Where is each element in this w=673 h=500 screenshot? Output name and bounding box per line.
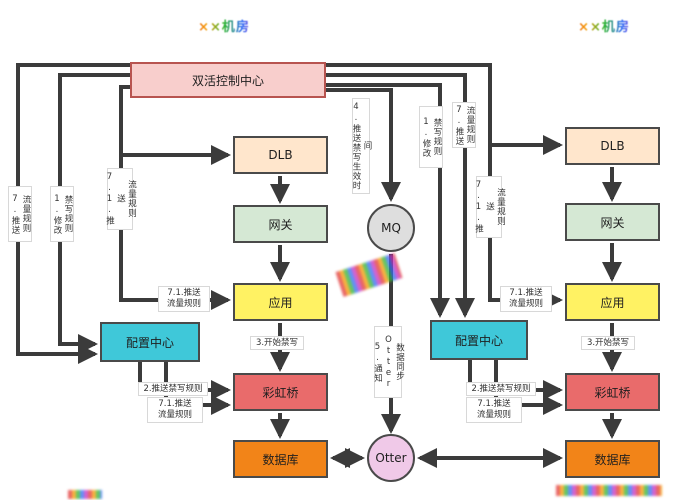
edge-label-push-traffic-71-app-left: 7.1.推送 流量规则 [158,286,210,312]
edge-label-push-ban-2-right: 2.推送禁写规则 [466,382,536,396]
edge-label-push-traffic-71-right: 7.1.推送 流量规则 [474,176,506,238]
edge-label-start-ban-3-right: 3.开始禁写 [581,336,635,350]
rainbow-bridge-node-left: 彩虹桥 [233,373,328,411]
mq-node: MQ [367,204,415,252]
app-node-left: 应用 [233,283,328,321]
edge-label-modify-ban-1-left: 1.修改 禁写规则 [50,186,74,242]
dlb-node-right: DLB [565,127,660,165]
rainbow-bridge-node-right: 彩虹桥 [565,373,660,411]
app-node-right: 应用 [565,283,660,321]
room-header-right: ××机房 [568,16,640,35]
edge-label-push-traffic-7-right: 7.推送 流量规则 [452,102,476,148]
edge-label-modify-ban-1-right: 1.修改 禁写规则 [419,106,443,168]
config-center-node-left: 配置中心 [100,322,200,362]
database-node-right: 数据库 [565,440,660,478]
arrow-control-to-config-right-1 [325,83,450,318]
watermark-bottom-right [556,485,662,496]
edge-label-push-traffic-71-bridge-left: 7.1.推送 流量规则 [147,397,203,423]
otter-node: Otter [367,434,415,482]
edge-label-push-ban-2-left: 2.推送禁写规则 [138,382,208,396]
edge-label-push-ban-time-4: 4.推送禁写生效时间 [351,98,372,194]
arrow-control-to-app-left [119,85,231,310]
watermark-bottom-left [68,490,102,499]
edge-label-push-traffic-71-left: 7.1.推送 流量规则 [105,168,137,230]
dlb-node-left: DLB [233,136,328,174]
edge-label-push-traffic-71-app-right: 7.1.推送 流量规则 [500,286,552,312]
edge-label-notify-otter-5: 5.通知Otter 数据同步 [373,326,405,398]
gateway-node-right: 网关 [565,203,660,241]
database-node-left: 数据库 [233,440,328,478]
arrow-control-to-mq [325,88,401,202]
edge-label-start-ban-3-left: 3.开始禁写 [250,336,304,350]
edge-label-push-traffic-7-left: 7.推送 流量规则 [8,186,32,242]
control-center-node: 双活控制中心 [130,62,326,98]
gateway-node-left: 网关 [233,205,328,243]
config-center-node-right: 配置中心 [430,320,528,360]
arrow-control-to-config-right-7 [325,73,475,318]
edge-label-push-traffic-71-bridge-right: 7.1.推送 流量规则 [466,397,522,423]
room-header-left: ××机房 [188,16,260,35]
